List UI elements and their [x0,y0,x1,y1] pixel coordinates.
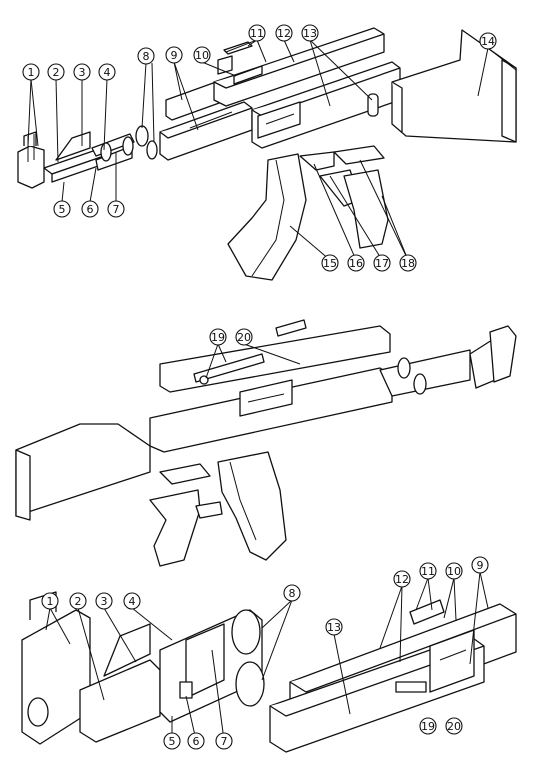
callout-number: 3 [101,595,108,608]
callout-middle-1: 19 [209,328,227,346]
callout-number: 1 [28,66,35,79]
callout-top-13: 13 [301,24,319,42]
callout-number: 9 [171,49,178,62]
callout-top-4: 4 [98,63,116,81]
callout-number: 8 [289,587,296,600]
callout-bottom-left-8: 8 [283,584,301,602]
callout-number: 18 [401,257,415,270]
callout-number: 1 [47,595,54,608]
middle-receiver-part [149,325,393,453]
callout-top-12: 12 [275,24,293,42]
callout-number: 11 [421,565,435,578]
callout-number: 19 [211,331,225,344]
callout-number: 12 [395,573,409,586]
callout-number: 13 [327,621,341,634]
ring-part [135,125,158,160]
callout-number: 10 [195,49,209,62]
stock-part [391,29,517,143]
callout-bottom-right-7: 20 [445,717,463,735]
callout-number: 4 [129,595,136,608]
middle-barrel-part [379,325,517,397]
middle-top-parts [193,319,307,385]
callout-bottom-right-4: 12 [393,570,411,588]
top-exploded-view [17,27,517,281]
callout-top-16: 16 [347,254,365,272]
callout-top-1: 1 [22,63,40,81]
callout-number: 10 [447,565,461,578]
callout-top-5: 5 [53,200,71,218]
callout-bottom-left-4: 4 [123,592,141,610]
handguard-part [159,81,253,161]
callout-top-3: 3 [73,63,91,81]
leader-lines [27,39,517,741]
callout-number: 3 [79,66,86,79]
callout-top-14: 14 [479,32,497,50]
callout-bottom-right-1: 9 [471,556,489,574]
callout-bottom-right-5: 13 [325,618,343,636]
callout-number: 20 [447,720,461,733]
middle-grip-part [149,463,223,567]
callout-number: 15 [323,257,337,270]
magazine-part [227,153,307,281]
grip-trigger-parts [299,145,389,249]
callout-number: 6 [193,735,200,748]
callout-top-9: 9 [165,46,183,64]
callout-bottom-right-3: 11 [419,562,437,580]
callout-number: 5 [169,735,176,748]
callout-number: 19 [421,720,435,733]
callout-number: 7 [113,203,120,216]
callout-number: 20 [237,331,251,344]
callout-number: 4 [104,66,111,79]
callout-bottom-left-1: 1 [41,592,59,610]
callout-top-18: 18 [399,254,417,272]
callout-bottom-right-2: 10 [445,562,463,580]
callout-middle-2: 20 [235,328,253,346]
callout-number: 11 [250,27,264,40]
callout-top-15: 15 [321,254,339,272]
callout-bottom-left-2: 2 [69,592,87,610]
callout-number: 6 [87,203,94,216]
callout-bottom-left-3: 3 [95,592,113,610]
callout-top-2: 2 [47,63,65,81]
callout-number: 12 [277,27,291,40]
callout-number: 2 [75,595,82,608]
callout-top-7: 7 [107,200,125,218]
callout-top-8: 8 [137,47,155,65]
callout-number: 17 [375,257,389,270]
callout-number: 16 [349,257,363,270]
bottom-right-detail-view [269,599,517,753]
callout-bottom-left-5: 5 [163,732,181,750]
callout-top-10: 10 [193,46,211,64]
middle-exploded-view [15,319,517,567]
callout-number: 5 [59,203,66,216]
middle-magazine-part [217,451,287,561]
callout-number: 2 [53,66,60,79]
middle-stock-part [15,423,151,521]
callout-top-6: 6 [81,200,99,218]
callout-number: 13 [303,27,317,40]
callout-bottom-left-7: 7 [215,732,233,750]
callout-top-17: 17 [373,254,391,272]
front-sight-part [17,131,45,189]
bottom-left-detail-view [21,591,265,745]
callout-bottom-left-6: 6 [187,732,205,750]
callout-number: 14 [481,35,495,48]
callout-number: 8 [143,50,150,63]
callout-number: 7 [221,735,228,748]
callout-bottom-right-6: 19 [419,717,437,735]
callout-number: 9 [477,559,484,572]
callout-top-11: 11 [248,24,266,42]
